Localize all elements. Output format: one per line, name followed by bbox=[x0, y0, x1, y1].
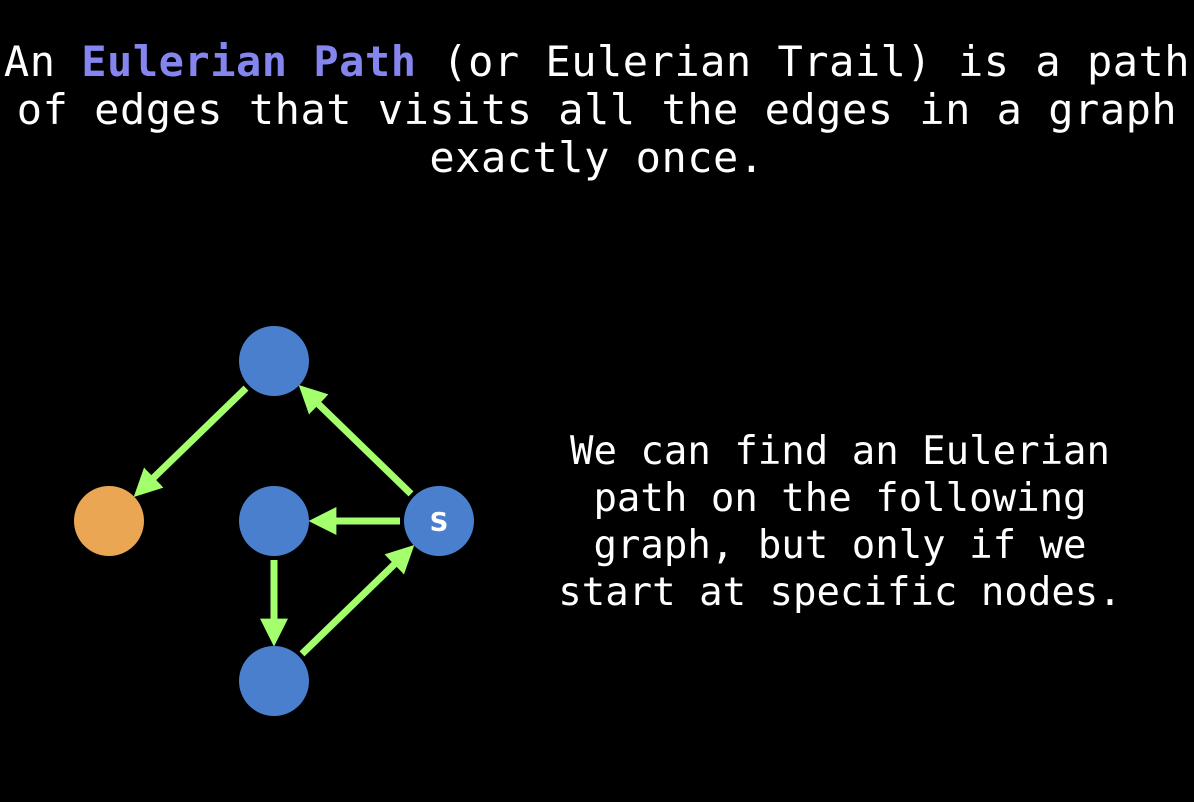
nodes-layer: S bbox=[74, 326, 474, 716]
graph-diagram: S bbox=[74, 326, 474, 716]
edge-s-to-top bbox=[298, 384, 414, 497]
node-top bbox=[239, 326, 309, 396]
title-line-3: exactly once. bbox=[429, 133, 765, 182]
side-text-line-2: path on the following bbox=[593, 476, 1087, 521]
edges-layer bbox=[133, 384, 415, 657]
title-line-1-rest: (or Eulerian Trail) is a path bbox=[416, 37, 1191, 86]
title-line-1: An Eulerian Path (or Eulerian Trail) is … bbox=[0, 38, 1194, 86]
side-text-line-4: start at specific nodes. bbox=[558, 570, 1122, 615]
node-s bbox=[404, 486, 474, 556]
title-highlight: Eulerian Path bbox=[81, 37, 417, 86]
node-label-s: S bbox=[430, 508, 449, 538]
node-left bbox=[74, 486, 144, 556]
side-text-line-1: We can find an Eulerian bbox=[569, 429, 1111, 474]
edge-bottom-to-s bbox=[299, 544, 415, 657]
side-text: We can find an Eulerian path on the foll… bbox=[540, 428, 1140, 616]
title-text: An Eulerian Path (or Eulerian Trail) is … bbox=[0, 38, 1194, 182]
title-line-2: of edges that visits all the edges in a … bbox=[16, 85, 1178, 134]
edge-top-to-left bbox=[133, 385, 249, 498]
side-text-line-3: graph, but only if we bbox=[593, 523, 1087, 568]
title-prefix: An bbox=[3, 37, 82, 86]
node-bottom bbox=[239, 646, 309, 716]
node-mid bbox=[239, 486, 309, 556]
